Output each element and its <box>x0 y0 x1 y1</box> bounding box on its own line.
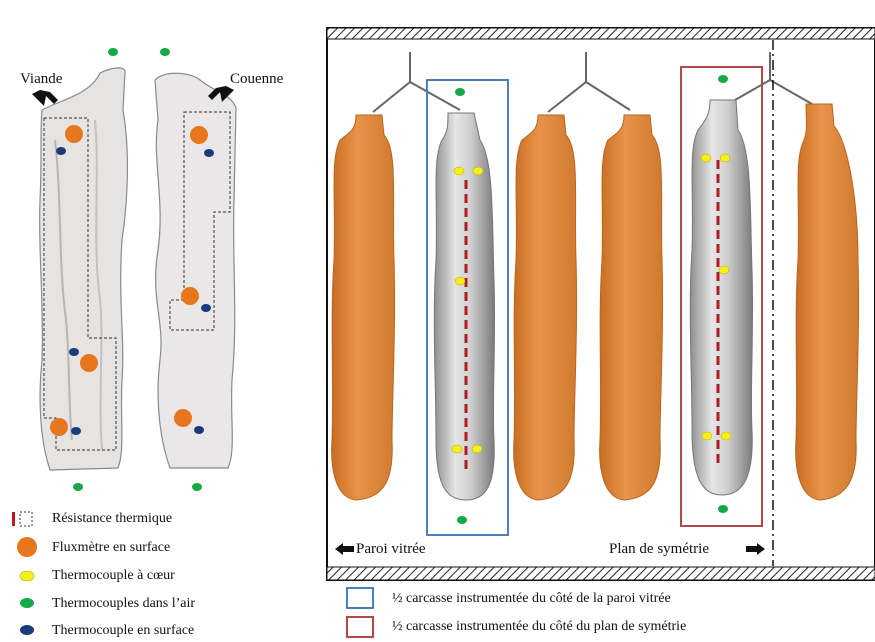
air-thermocouple-marker <box>108 48 118 56</box>
legend-core-thermocouple: Thermocouple à cœur <box>52 567 175 585</box>
flux-meter-marker <box>181 287 199 305</box>
label-glass-wall: Paroi vitrée <box>356 540 426 558</box>
core-thermocouple-marker <box>472 445 482 453</box>
arrow-right-icon <box>746 543 765 555</box>
surface-thermocouple-marker <box>194 426 204 434</box>
air-thermocouple-marker <box>160 48 170 56</box>
floor-hatch <box>327 567 875 580</box>
air-thermocouple-marker <box>718 505 728 513</box>
flux-meter-marker <box>190 126 208 144</box>
flux-meter-marker <box>80 354 98 372</box>
arrow-meat-icon <box>32 90 58 106</box>
legend-flux-meter: Fluxmètre en surface <box>52 539 170 557</box>
left-panel <box>32 48 236 491</box>
surface-thermocouple-marker <box>71 427 81 435</box>
hangers <box>373 52 812 112</box>
core-thermocouple-marker <box>701 154 711 162</box>
surface-thermocouple-marker <box>204 149 214 157</box>
ceiling-hatch <box>327 28 875 39</box>
core-thermocouple-marker <box>720 154 730 162</box>
air-thermocouple-marker <box>73 483 83 491</box>
air-thermocouple-marker <box>718 75 728 83</box>
core-thermocouple-marker <box>454 167 464 175</box>
core-thermocouple-marker <box>721 432 731 440</box>
carcass-orange-2 <box>514 115 577 500</box>
label-rind: Couenne <box>230 70 283 88</box>
core-thermocouple-marker <box>455 277 465 285</box>
carcass-orange-4 <box>796 104 859 500</box>
core-thermocouple-marker <box>719 266 729 274</box>
legend-right-symbols <box>347 588 373 637</box>
surface-thermocouple-marker <box>69 348 79 356</box>
air-thermocouple-marker <box>457 516 467 524</box>
core-thermocouple-marker <box>473 167 483 175</box>
legend-left-symbols <box>12 512 37 635</box>
legend-surface-thermocouple: Thermocouple en surface <box>52 622 194 640</box>
core-thermocouple-marker <box>702 432 712 440</box>
core-thermocouple-marker <box>452 445 462 453</box>
label-meat: Viande <box>20 70 62 88</box>
surface-thermocouple-marker <box>56 147 66 155</box>
flux-meter-marker <box>50 418 68 436</box>
carcass-instrumented-glass-wall <box>434 113 494 500</box>
flux-meter-marker <box>65 125 83 143</box>
carcass-orange-1 <box>332 115 395 500</box>
arrow-left-icon <box>335 543 354 555</box>
surface-thermocouple-marker <box>201 304 211 312</box>
flux-meter-marker <box>174 409 192 427</box>
legend-symmetry-carcass: ½ carcasse instrumentée du côté du plan … <box>392 618 686 636</box>
air-thermocouple-marker <box>455 88 465 96</box>
carcass-meat-side <box>40 68 128 470</box>
right-panel <box>327 28 875 580</box>
carcass-orange-3 <box>600 115 663 500</box>
label-symmetry-plane: Plan de symétrie <box>609 540 709 558</box>
legend-air-thermocouples: Thermocouples dans l’air <box>52 595 195 613</box>
legend-glass-wall-carcass: ½ carcasse instrumentée du côté de la pa… <box>392 590 671 608</box>
air-thermocouple-marker <box>192 483 202 491</box>
legend-thermal-resistance: Résistance thermique <box>52 510 172 528</box>
